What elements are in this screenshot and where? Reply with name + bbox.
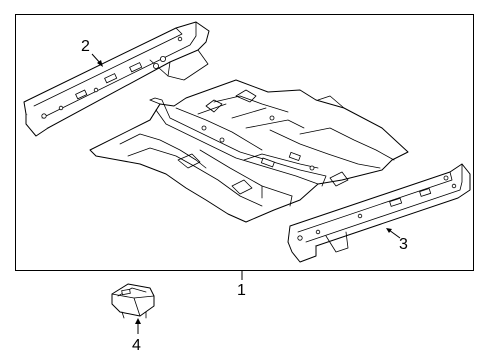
callout-2-arrowhead (97, 60, 103, 67)
callout-4-arrowhead (135, 318, 141, 324)
assembly-frame (15, 14, 474, 271)
left-floor-rail-part[interactable] (23, 21, 210, 137)
front-floor-pan-part[interactable] (89, 79, 409, 223)
callout-3-arrowhead (386, 228, 392, 233)
floor-bracket-part[interactable] (111, 283, 155, 319)
callout-3-label: 3 (399, 236, 408, 253)
callout-1-label: 1 (237, 282, 246, 299)
callout-3-leader (388, 229, 401, 239)
right-floor-rail-part[interactable] (287, 163, 471, 263)
callout-2-label: 2 (81, 38, 90, 55)
callout-4-label: 4 (132, 337, 141, 354)
